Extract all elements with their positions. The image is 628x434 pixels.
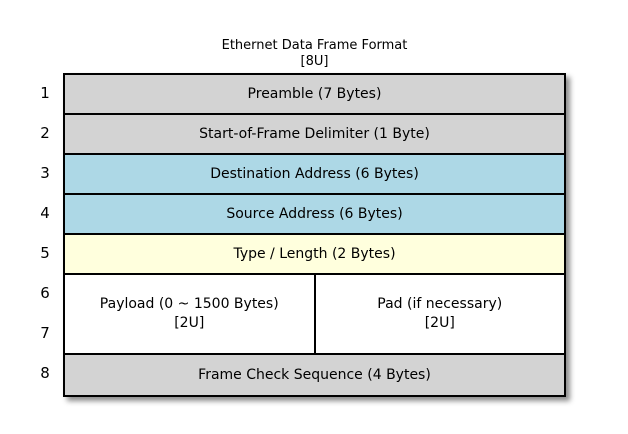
row-type-length-label: Type / Length (2 Bytes) xyxy=(233,246,396,262)
row-payload-pad: Payload (0 ~ 1500 Bytes) [2U] Pad (if ne… xyxy=(65,275,564,355)
cell-payload-units: [2U] xyxy=(174,315,205,331)
cell-payload-label: Payload (0 ~ 1500 Bytes) xyxy=(99,296,279,312)
row-number-3: 3 xyxy=(40,164,50,182)
row-source-address: Source Address (6 Bytes) xyxy=(65,195,564,235)
cell-payload: Payload (0 ~ 1500 Bytes) [2U] xyxy=(65,275,316,353)
row-number-5: 5 xyxy=(40,244,50,262)
diagram-title: Ethernet Data Frame Format xyxy=(221,38,408,53)
cell-pad-units: [2U] xyxy=(424,315,455,331)
row-frame-check-sequence: Frame Check Sequence (4 Bytes) xyxy=(65,355,564,395)
row-number-7: 7 xyxy=(40,324,50,342)
row-type-length: Type / Length (2 Bytes) xyxy=(65,235,564,275)
diagram-title-block: Ethernet Data Frame Format [8U] xyxy=(63,38,566,70)
cell-pad-label: Pad (if necessary) xyxy=(377,296,503,312)
row-number-2: 2 xyxy=(40,124,50,142)
row-number-column: 1 2 3 4 5 6 7 8 xyxy=(32,73,58,393)
row-sfd: Start-of-Frame Delimiter (1 Byte) xyxy=(65,115,564,155)
row-destination-address: Destination Address (6 Bytes) xyxy=(65,155,564,195)
row-destination-address-label: Destination Address (6 Bytes) xyxy=(210,166,419,182)
row-number-6: 6 xyxy=(40,284,50,302)
row-preamble: Preamble (7 Bytes) xyxy=(65,75,564,115)
row-preamble-label: Preamble (7 Bytes) xyxy=(247,86,382,102)
cell-pad: Pad (if necessary) [2U] xyxy=(316,275,565,353)
row-number-8: 8 xyxy=(40,364,50,382)
row-sfd-label: Start-of-Frame Delimiter (1 Byte) xyxy=(199,126,430,142)
row-source-address-label: Source Address (6 Bytes) xyxy=(226,206,403,222)
row-number-4: 4 xyxy=(40,204,50,222)
row-number-1: 1 xyxy=(40,84,50,102)
frame-table: Preamble (7 Bytes) Start-of-Frame Delimi… xyxy=(63,73,566,397)
diagram-subtitle: [8U] xyxy=(300,54,329,69)
row-frame-check-sequence-label: Frame Check Sequence (4 Bytes) xyxy=(198,367,431,383)
